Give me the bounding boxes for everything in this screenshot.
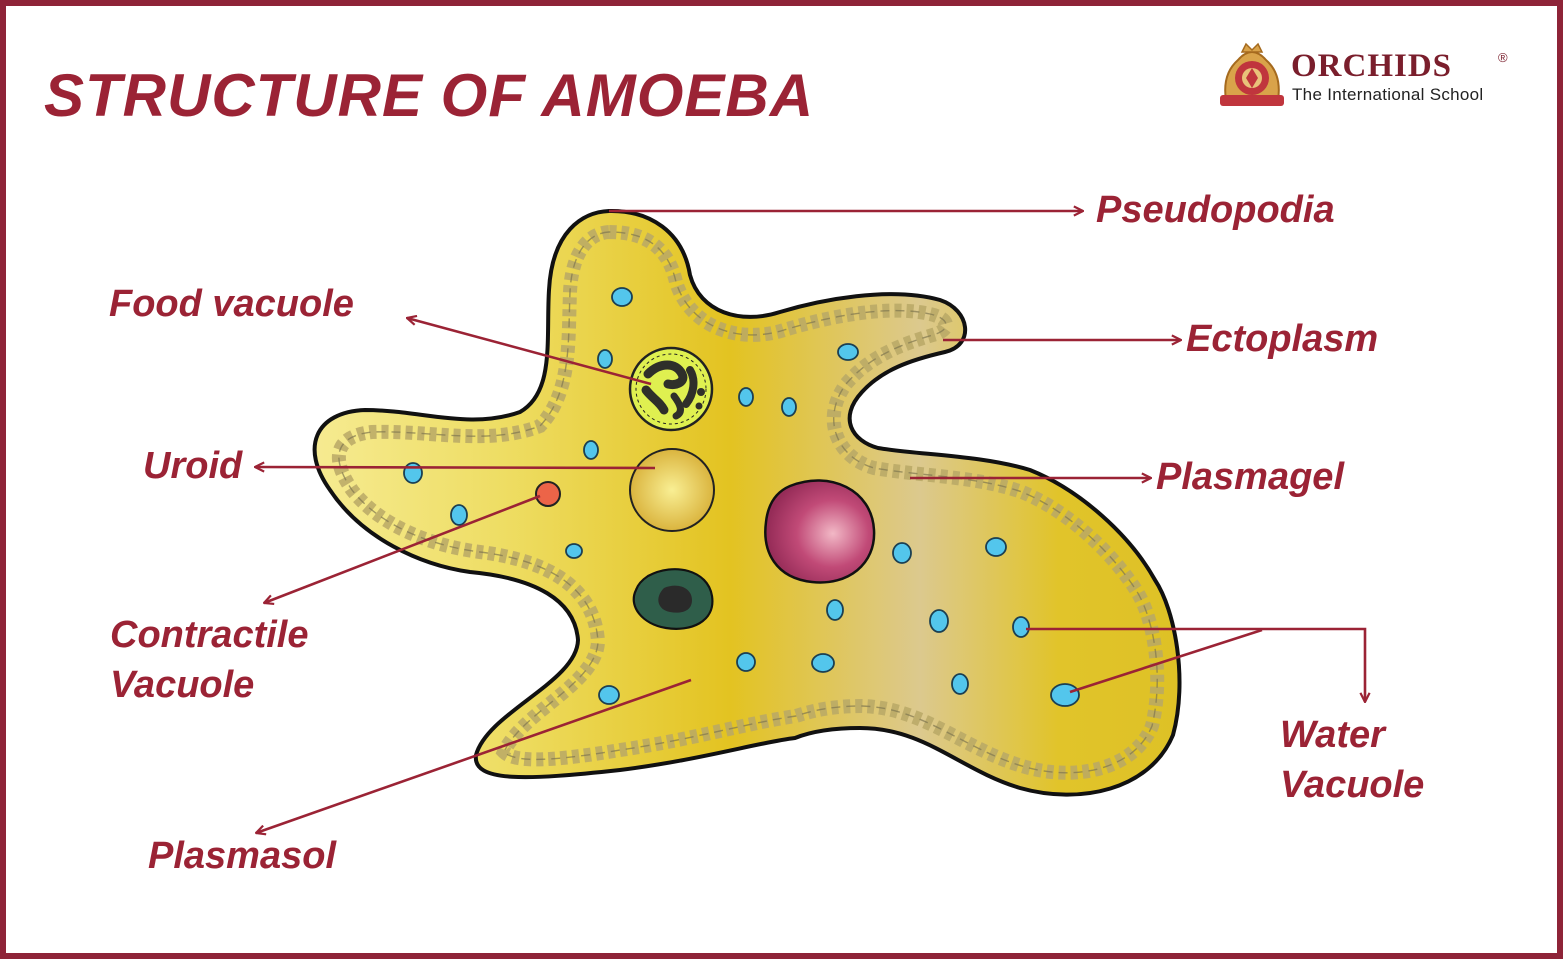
pointer-uroid bbox=[255, 467, 656, 468]
label-plasmagel: Plasmagel bbox=[1156, 456, 1344, 498]
label-water-vacuole-line2: Vacuole bbox=[1280, 764, 1425, 806]
brand-name: ORCHIDS bbox=[1291, 48, 1453, 84]
water-vacuole bbox=[597, 349, 613, 369]
brand-logo: ORCHIDS ® The International School bbox=[1216, 40, 1516, 110]
water-vacuole bbox=[565, 543, 583, 559]
label-pseudopodia: Pseudopodia bbox=[1096, 189, 1335, 231]
water-vacuole bbox=[811, 653, 835, 673]
pointer-food-vacuole bbox=[407, 318, 652, 386]
label-water-vacuole-line1: Water bbox=[1280, 714, 1385, 756]
label-pointers bbox=[255, 211, 1365, 833]
uroid bbox=[629, 448, 715, 532]
water-vacuole bbox=[1050, 683, 1080, 707]
water-vacuole bbox=[738, 387, 754, 407]
water-vacuoles bbox=[403, 287, 1080, 707]
brand-tagline: The International School bbox=[1292, 85, 1484, 104]
registered-mark: ® bbox=[1498, 50, 1508, 65]
label-plasmasol: Plasmasol bbox=[148, 835, 336, 877]
water-vacuole bbox=[450, 504, 468, 526]
food-vacuole bbox=[628, 346, 714, 432]
pointer-plasmasol bbox=[256, 678, 692, 833]
label-contractile-vacuole-line1: Contractile bbox=[110, 614, 309, 656]
pointer-water-vacuole bbox=[1026, 627, 1365, 702]
water-vacuole bbox=[598, 685, 620, 705]
water-vacuole bbox=[611, 287, 633, 307]
orchids-crest-logo-icon bbox=[1220, 42, 1284, 106]
pointer-contractile-vacuole bbox=[264, 494, 541, 603]
water-vacuole bbox=[826, 599, 844, 621]
water-vacuole bbox=[951, 673, 969, 695]
water-vacuole bbox=[403, 462, 423, 484]
nucleus bbox=[764, 479, 876, 584]
dark-vacuole bbox=[632, 568, 714, 630]
amoeba-cell bbox=[312, 208, 1182, 797]
cell-membrane bbox=[312, 208, 1182, 797]
water-vacuole bbox=[892, 542, 912, 564]
contractile-vacuole bbox=[535, 481, 561, 507]
water-vacuole bbox=[1012, 616, 1030, 638]
water-vacuole bbox=[781, 397, 797, 417]
label-food-vacuole: Food vacuole bbox=[109, 283, 354, 325]
page-title: STRUCTURE OF AMOEBA bbox=[44, 62, 815, 129]
water-vacuole bbox=[583, 440, 599, 460]
pointer-water-vacuole-branch bbox=[1069, 628, 1263, 694]
water-vacuole bbox=[985, 537, 1007, 557]
label-uroid: Uroid bbox=[143, 445, 243, 487]
water-vacuole bbox=[929, 609, 949, 633]
label-contractile-vacuole-line2: Vacuole bbox=[110, 664, 255, 706]
water-vacuole bbox=[837, 343, 859, 361]
ectoplasm-layer-inner bbox=[338, 231, 1158, 774]
label-ectoplasm: Ectoplasm bbox=[1186, 318, 1379, 360]
water-vacuole bbox=[736, 652, 756, 672]
